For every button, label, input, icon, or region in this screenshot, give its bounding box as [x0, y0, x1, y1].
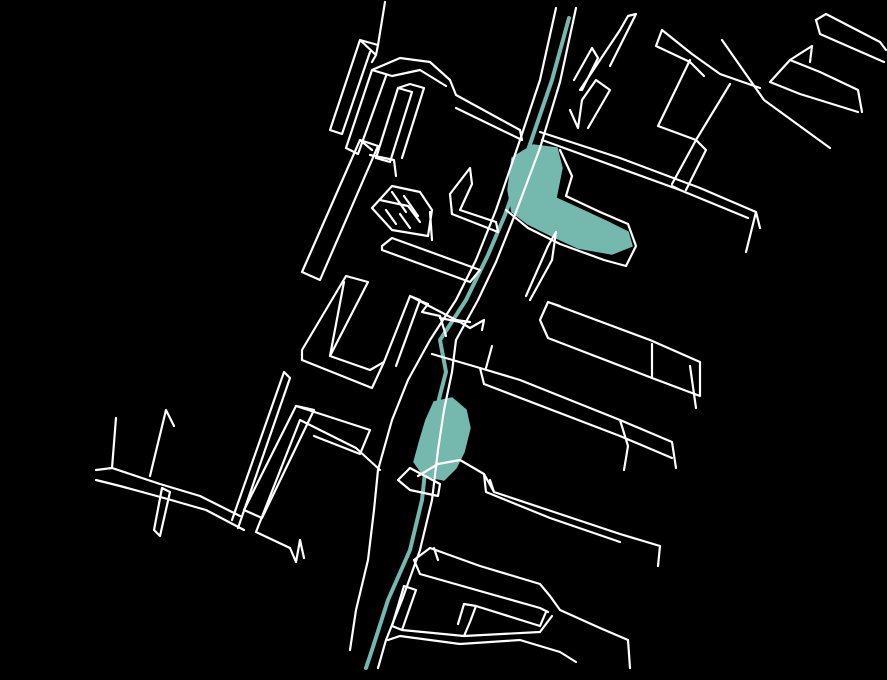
street-edge-east: [376, 6, 578, 670]
scribble-mark: [416, 298, 494, 370]
building-nw-grid: [370, 184, 434, 242]
building-se-1: [390, 584, 554, 638]
building-nw-5: [380, 166, 500, 284]
building-nw-1: [328, 0, 387, 136]
building-w-3: [242, 404, 372, 520]
building-se-3: [396, 466, 442, 498]
building-nw-3: [374, 82, 426, 164]
building-ne-5: [524, 230, 558, 302]
building-ne-4: [504, 148, 638, 268]
building-w-6: [152, 486, 172, 538]
building-e-4: [412, 546, 632, 670]
green-plaza-south: [413, 397, 471, 481]
green-pathway: [364, 16, 571, 670]
building-w-1: [300, 274, 386, 390]
building-nw-4: [300, 138, 398, 282]
building-e-2: [430, 352, 678, 472]
building-se-2: [386, 634, 578, 664]
building-ne-1: [568, 12, 638, 130]
building-ne-3: [768, 12, 887, 114]
street-north-east: [538, 38, 832, 254]
building-nw-2: [344, 56, 524, 156]
building-e-1: [538, 300, 702, 410]
building-ne-2: [654, 28, 762, 192]
street-west-branch: [94, 408, 246, 532]
green-plaza-north: [507, 144, 633, 255]
building-w-5: [230, 370, 292, 530]
street-edge-west: [348, 6, 558, 652]
building-w-4: [254, 418, 382, 564]
building-e-3: [416, 458, 662, 568]
